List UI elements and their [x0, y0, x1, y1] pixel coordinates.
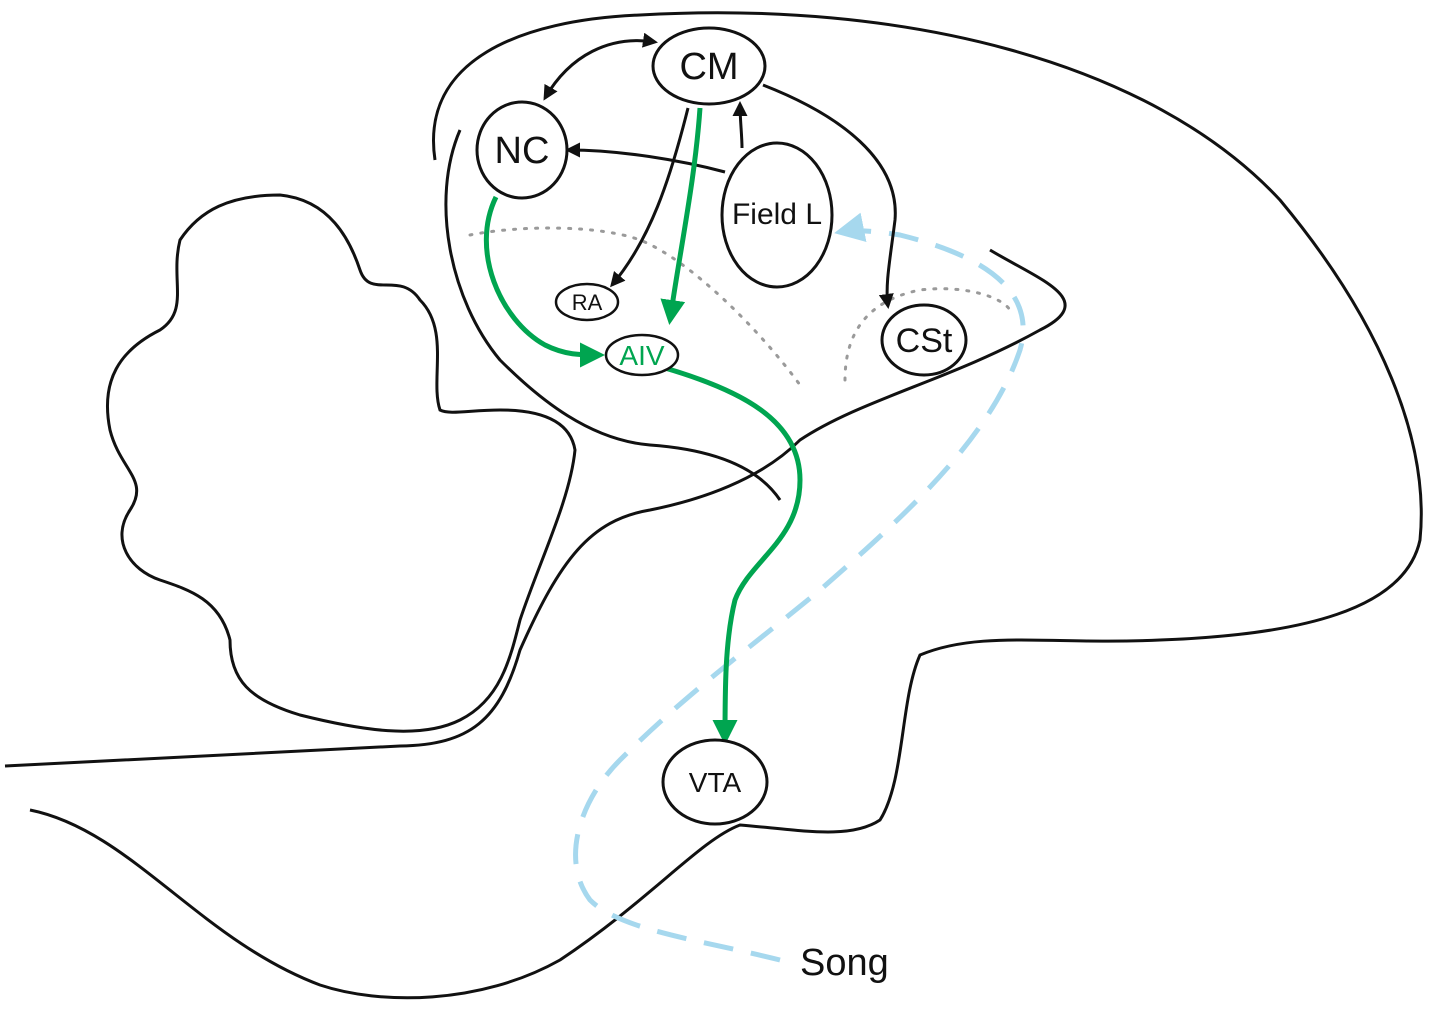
song-input-path	[573, 212, 1026, 963]
nc-to-aiv-green-arrow	[483, 195, 605, 368]
song-label: Song	[800, 942, 889, 984]
cm-to-aiv-green-arrow	[660, 107, 703, 325]
aiv-label: AIV	[619, 340, 664, 371]
cm-to-ra-arrow	[610, 107, 690, 288]
nc-label: NC	[495, 130, 550, 172]
fieldl-to-cm-arrow	[732, 101, 748, 149]
ra-label: RA	[572, 290, 603, 315]
region-cm: CM	[651, 26, 767, 106]
pallial-boundary-dotted	[468, 226, 802, 387]
cm-nc-bidirectional-arrow	[543, 32, 658, 101]
fieldl-to-nc-arrow	[565, 142, 726, 174]
vta-label: VTA	[689, 767, 742, 798]
telencephalon-contour	[444, 129, 782, 501]
field-l-label: Field L	[732, 198, 822, 231]
region-nc: NC	[475, 100, 569, 200]
aiv-to-vta-green-arrow	[664, 365, 803, 745]
brain-outline	[4, 11, 1423, 1000]
region-cst: CSt	[880, 303, 968, 377]
region-ra: RA	[554, 282, 620, 322]
striatal-boundary-dotted	[843, 287, 1012, 382]
cm-label: CM	[679, 46, 738, 88]
cst-label: CSt	[896, 322, 953, 360]
cerebellum-outline	[105, 193, 577, 733]
cm-to-cst-arrow	[762, 83, 897, 309]
region-field-l: Field L	[720, 141, 834, 289]
region-aiv: AIV	[604, 333, 680, 377]
region-vta: VTA	[661, 738, 769, 826]
